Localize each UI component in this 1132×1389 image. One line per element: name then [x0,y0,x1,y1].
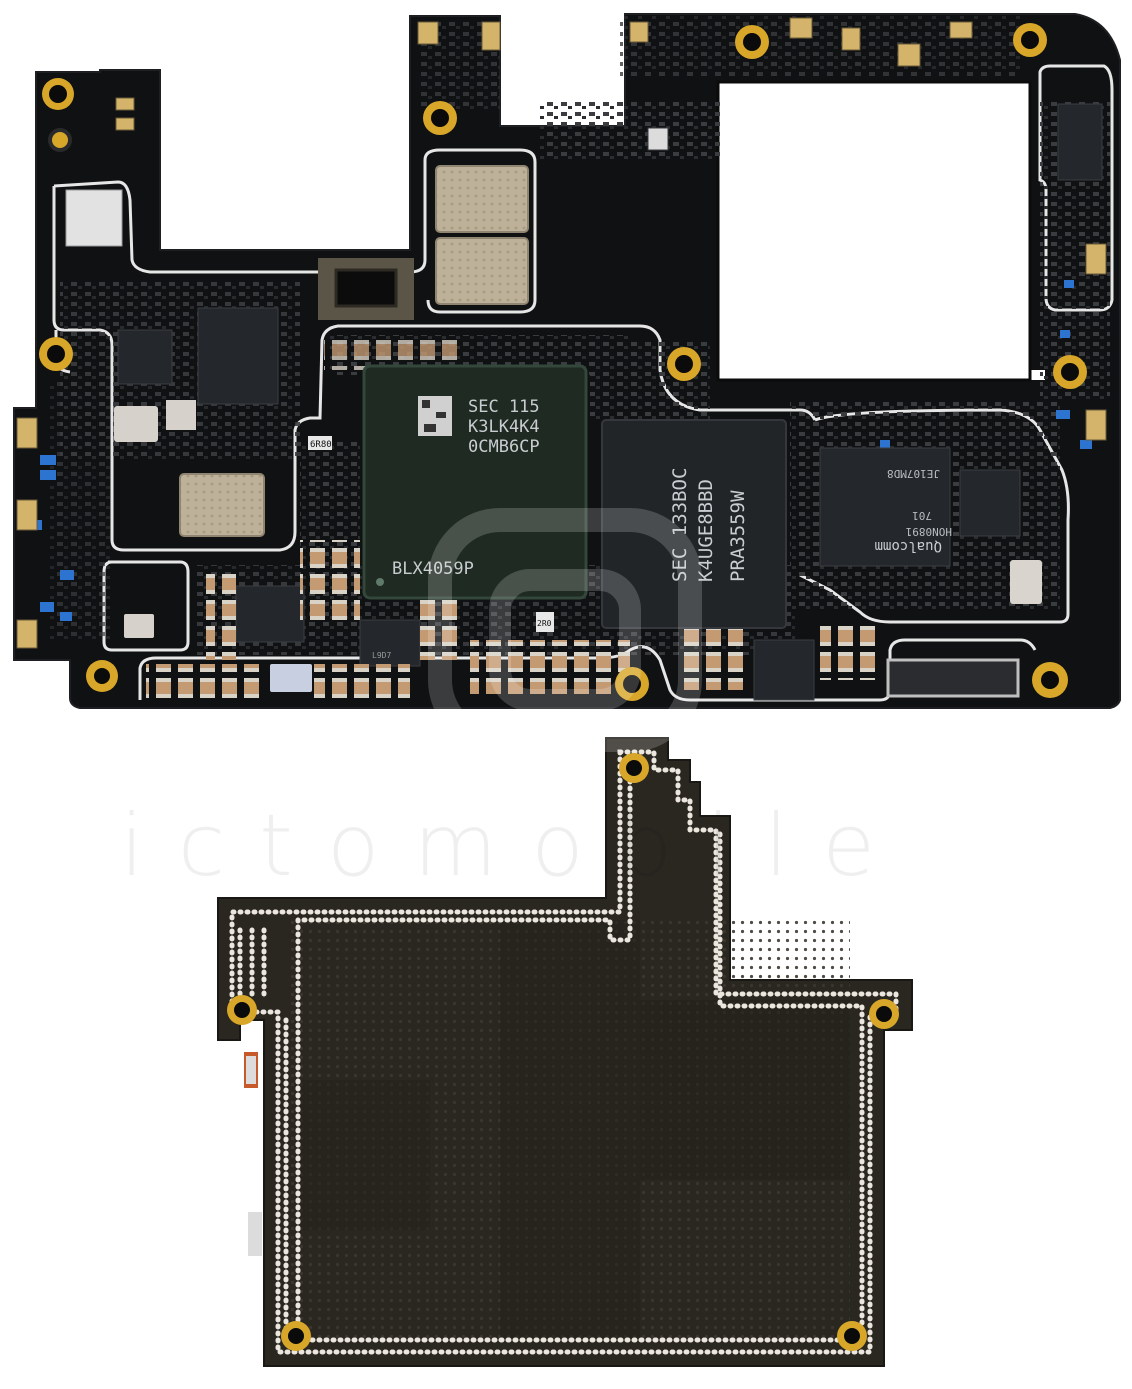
mounting-holes-bottom [227,753,899,1351]
memory-chip-line1: SEC 133BOC [669,468,691,582]
qualcomm-chip-line3: HON0891 [906,525,952,538]
capacitor-rows [146,340,880,700]
label-2: 2R0 [537,619,552,628]
storage-chip-line1: SEC 115 [468,397,540,417]
storage-chip-line3: 0CMB6CP [468,437,540,457]
shield-cans [114,165,1042,692]
board-cutout [718,82,1045,380]
bottom-board [217,737,913,1367]
camera-sensor [318,258,414,320]
bottom-board-dot-border [229,749,899,1355]
bottom-board-edge-contacts [244,1052,262,1256]
memory-chip: SEC 133BOC K4UGE8BBD PRA3559W [601,419,787,629]
small-labels: 6R80 2R0 L9D7 [308,436,554,660]
small-ics [65,103,1103,701]
qualcomm-chip-line2: 701 [912,509,932,522]
qualcomm-chip-brand: Qualcomm [875,538,942,554]
storage-chip-line4: BLX4059P [392,559,474,579]
qualcomm-chip: JE107MD8 701 HON0891 Qualcomm [875,467,952,554]
left-edge-connectors [16,17,1107,649]
top-board: SEC 115 K3LK4K4 0CMB6CP BLX4059P SEC 133… [13,13,1121,709]
memory-chip-line3: PRA3559W [727,490,749,582]
label-1: 6R80 [310,440,332,450]
mounting-holes-top [39,23,1087,701]
qualcomm-chip-line1: JE107MD8 [887,467,940,480]
memory-chip-line2: K4UGE8BBD [695,479,717,582]
label-3: L9D7 [372,651,391,660]
ictomobile-logo-watermark [428,508,702,752]
storage-chip-line2: K3LK4K4 [468,417,540,437]
storage-chip: SEC 115 K3LK4K4 0CMB6CP BLX4059P [362,364,588,600]
watermark-text: ictomobile [120,796,909,896]
